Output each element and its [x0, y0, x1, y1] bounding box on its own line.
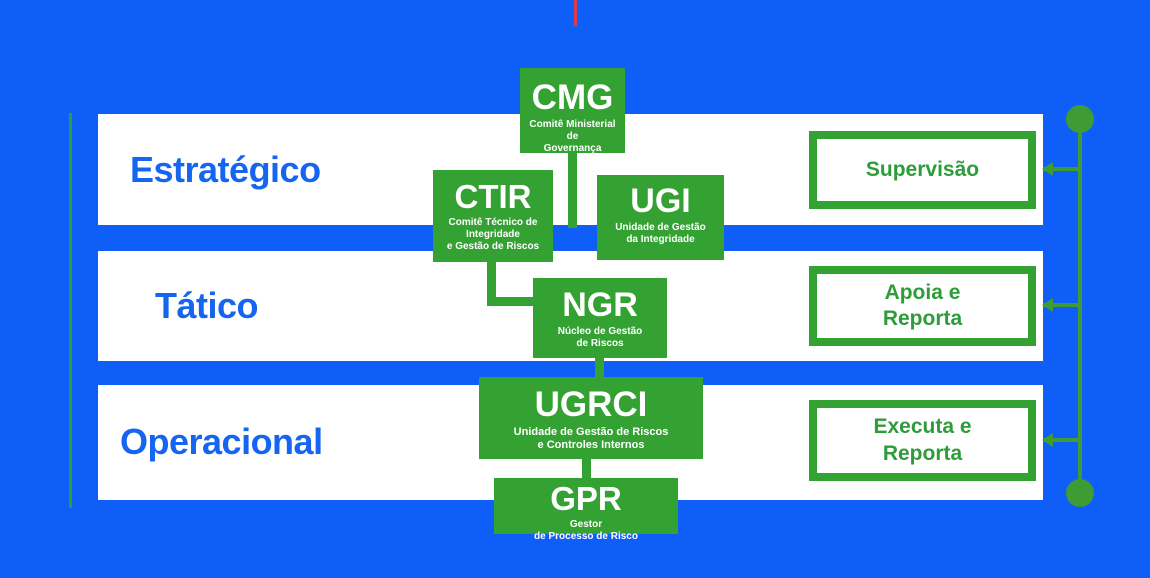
node-ugi-description: Unidade de Gestão da Integridade — [597, 222, 724, 246]
node-ugrci-acronym: UGRCI — [534, 385, 648, 424]
arrow-left-supervisao-icon — [1042, 162, 1080, 176]
node-cmg[interactable]: CMG Comitê Ministerial de Governança — [520, 68, 625, 156]
outcome-executa-reporta-text: Executa e Reporta — [873, 414, 971, 467]
node-ugi[interactable]: UGI Unidade de Gestão da Integridade — [597, 175, 724, 260]
node-cmg-description-line2: Governança — [543, 143, 602, 155]
node-gpr-description-line2: de Processo de Risco — [534, 531, 638, 543]
node-ugi-acronym: UGI — [630, 182, 691, 220]
node-ugrci-description-line2: e Controles Internos — [537, 439, 645, 452]
node-cmg-description: Comitê Ministerial de Governança — [520, 119, 625, 156]
node-ctir-description-line3: e Gestão de Riscos — [446, 241, 540, 253]
outcome-supervisao-text: Supervisão — [866, 157, 979, 183]
tier-label-estrategico: Estratégico — [130, 149, 321, 190]
outcome-apoia-reporta[interactable]: Apoia e Reporta — [809, 266, 1036, 346]
rail-dot-top-icon — [1066, 105, 1094, 133]
node-gpr-description: Gestor de Processo de Risco — [494, 519, 678, 543]
node-ugrci-description-line1: Unidade de Gestão de Riscos — [513, 426, 669, 438]
outcome-apoia-reporta-line1: Apoia e — [884, 280, 961, 304]
tier-label-tatico: Tático — [155, 285, 259, 326]
node-ctir-acronym: CTIR — [454, 178, 532, 215]
arrow-left-apoia-reporta-icon — [1042, 298, 1080, 312]
left-vertical-rail — [69, 113, 72, 508]
outcome-executa-reporta-line1: Executa e — [873, 415, 972, 439]
connector-ctir-to-ngr — [487, 297, 539, 306]
node-ctir-description-line2: Integridade — [466, 229, 520, 241]
outcome-executa-reporta[interactable]: Executa e Reporta — [809, 400, 1036, 481]
node-ugi-description-line2: da Integridade — [626, 234, 695, 246]
connector-cmg-down — [568, 150, 577, 228]
node-ngr-description: Núcleo de Gestão de Riscos — [533, 326, 667, 350]
node-gpr-acronym: GPR — [550, 480, 622, 517]
node-ngr-description-line1: Núcleo de Gestão — [557, 326, 643, 337]
node-ngr[interactable]: NGR Núcleo de Gestão de Riscos — [533, 278, 667, 358]
node-ugi-description-line1: Unidade de Gestão — [615, 222, 706, 233]
connector-ugrci-to-gpr — [582, 455, 591, 483]
rail-dot-bottom-icon — [1066, 479, 1094, 507]
tier-label-operacional: Operacional — [120, 421, 323, 462]
top-marker-tick — [574, 0, 577, 26]
connector-ngr-to-ugrci — [595, 354, 604, 382]
node-gpr-description-line1: Gestor — [569, 519, 603, 530]
outcome-apoia-reporta-line2: Reporta — [882, 307, 963, 330]
outcome-executa-reporta-line2: Reporta — [882, 441, 963, 465]
connector-ctir-down — [487, 258, 496, 306]
right-vertical-rail — [1078, 120, 1082, 495]
node-ctir-description-line1: Comitê Técnico de — [448, 217, 538, 228]
node-ugrci[interactable]: UGRCI Unidade de Gestão de Riscos e Cont… — [479, 377, 703, 459]
node-ctir[interactable]: CTIR Comitê Técnico de Integridade e Ges… — [433, 170, 553, 262]
outcome-supervisao[interactable]: Supervisão — [809, 131, 1036, 209]
node-ugrci-description: Unidade de Gestão de Riscos e Controles … — [479, 426, 703, 453]
arrow-left-executa-reporta-icon — [1042, 433, 1080, 447]
node-gpr[interactable]: GPR Gestor de Processo de Risco — [494, 478, 678, 542]
node-ngr-acronym: NGR — [562, 286, 638, 324]
outcome-apoia-reporta-text: Apoia e Reporta — [883, 280, 962, 333]
node-cmg-description-line1: Comitê Ministerial de — [529, 119, 616, 143]
node-ngr-description-line2: de Riscos — [576, 338, 624, 350]
node-cmg-acronym: CMG — [531, 78, 614, 117]
outcome-supervisao-line1: Supervisão — [865, 157, 980, 181]
node-ctir-description: Comitê Técnico de Integridade e Gestão d… — [433, 217, 553, 254]
